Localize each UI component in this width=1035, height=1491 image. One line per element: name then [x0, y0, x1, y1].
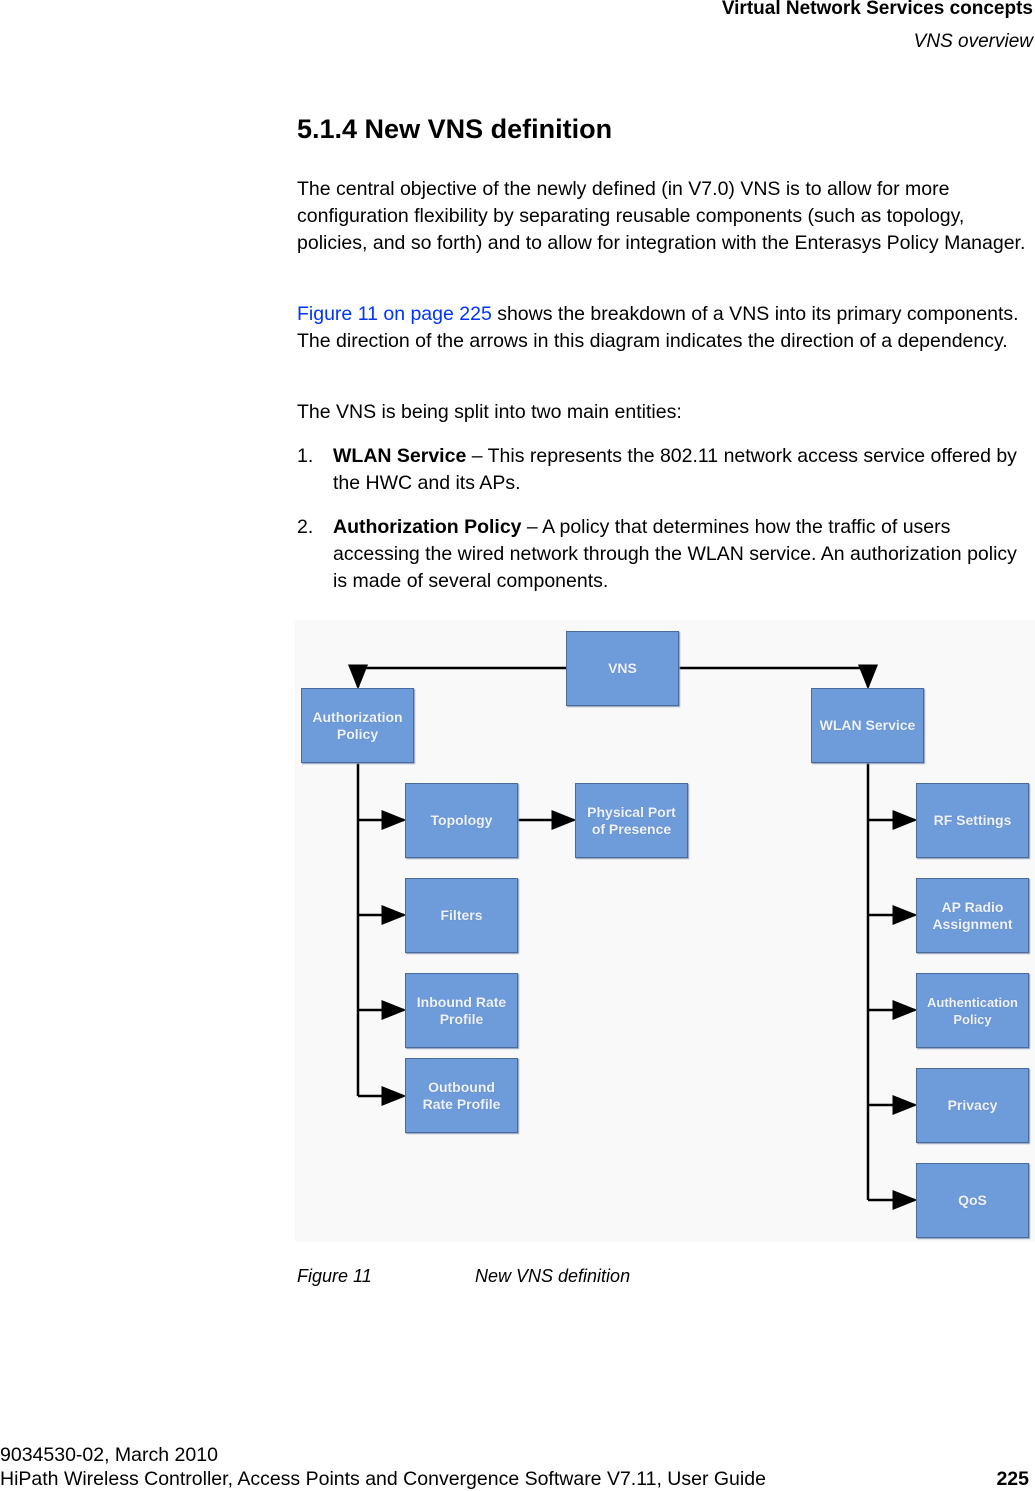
footer-doc-id: 9034530-02, March 2010	[0, 1444, 218, 1466]
paragraph-1: The central objective of the newly defin…	[297, 178, 1026, 254]
running-header-section: VNS overview	[913, 31, 1033, 52]
list-text: – A policy that determines how the traff…	[333, 516, 1017, 592]
box-authentication-policy: Authentication Policy	[916, 973, 1029, 1048]
list-term: WLAN Service	[333, 445, 467, 467]
figure-link[interactable]: Figure 11 on page 225	[297, 303, 492, 325]
footer-guide-title: HiPath Wireless Controller, Access Point…	[0, 1468, 766, 1490]
paragraph-3: The VNS is being split into two main ent…	[297, 401, 682, 423]
box-authorization-policy: Authorization Policy	[301, 688, 414, 763]
box-privacy: Privacy	[916, 1068, 1029, 1143]
paragraph-2: Figure 11 on page 225 shows the breakdow…	[297, 301, 1035, 355]
box-outbound-rate-profile: Outbound Rate Profile	[405, 1058, 518, 1133]
list-number: 2.	[297, 516, 314, 538]
box-qos: QoS	[916, 1163, 1029, 1238]
list-item: 2. Authorization Policy – A policy that …	[297, 514, 1035, 595]
arrow-vns-to-wlan	[679, 664, 878, 690]
list-number: 1.	[297, 445, 314, 467]
list-text: – This represents the 802.11 network acc…	[333, 445, 1017, 494]
section-title: 5.1.4 New VNS definition	[297, 114, 613, 144]
arrow-vns-to-authorization	[348, 664, 566, 690]
box-filters: Filters	[405, 878, 518, 953]
paragraph-2-text: shows the breakdown of a VNS into its pr…	[297, 303, 1019, 352]
list-term: Authorization Policy	[333, 516, 522, 538]
box-physical-port: Physical Port of Presence	[575, 783, 688, 858]
box-wlan-service: WLAN Service	[811, 688, 924, 763]
box-ap-radio-assignment: AP Radio Assignment	[916, 878, 1029, 953]
figure-label: Figure 11	[297, 1266, 372, 1286]
box-topology: Topology	[405, 783, 518, 858]
box-inbound-rate-profile: Inbound Rate Profile	[405, 973, 518, 1048]
box-rf-settings: RF Settings	[916, 783, 1029, 858]
page-number: 225	[996, 1468, 1029, 1490]
figure-title: New VNS definition	[475, 1266, 631, 1286]
list-item: 1. WLAN Service – This represents the 80…	[297, 443, 1035, 497]
box-vns: VNS	[566, 631, 679, 706]
running-header-chapter: Virtual Network Services concepts	[721, 0, 1033, 19]
